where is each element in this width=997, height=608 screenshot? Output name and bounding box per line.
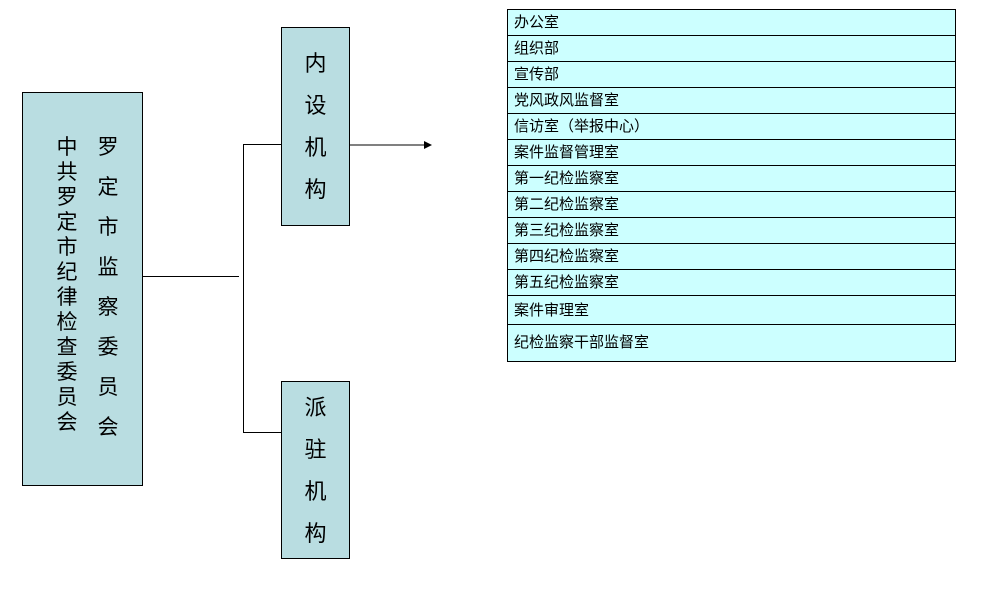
connector-trunk-to-dispatched	[243, 432, 281, 433]
vertical-char: 律	[56, 285, 78, 309]
vertical-char: 员	[56, 385, 78, 409]
vertical-char: 员	[97, 375, 119, 399]
vertical-char: 内	[304, 52, 327, 77]
vertical-char: 机	[304, 480, 327, 505]
vertical-char: 构	[304, 178, 327, 203]
vertical-char: 构	[304, 522, 327, 547]
vertical-char: 市	[97, 215, 119, 239]
vertical-char: 检	[56, 310, 78, 334]
vertical-char: 罗	[56, 185, 78, 209]
list-item: 第四纪检监察室	[508, 244, 955, 270]
internal-institutions-label: 内设机构	[282, 54, 349, 202]
main-org-box: 中共罗定市纪律检查委员会 罗定市监察委员会	[22, 92, 143, 486]
list-item: 办公室	[508, 10, 955, 36]
supervision-committee-name: 罗定市监察委员会	[93, 137, 123, 438]
internal-institutions-box: 内设机构	[281, 27, 350, 226]
list-item: 组织部	[508, 36, 955, 62]
list-item: 党风政风监督室	[508, 88, 955, 114]
vertical-char: 定	[97, 175, 119, 199]
department-list: 办公室 组织部 宣传部 党风政风监督室 信访室（举报中心） 案件监督管理室 第一…	[507, 9, 956, 362]
vertical-char: 机	[304, 136, 327, 161]
vertical-char: 委	[97, 335, 119, 359]
party-committee-name: 中共罗定市纪律检查委员会	[52, 137, 82, 433]
vertical-char: 市	[56, 235, 78, 259]
vertical-char: 驻	[304, 438, 327, 463]
dispatched-institutions-box: 派驻机构	[281, 381, 350, 559]
vertical-char: 会	[56, 410, 78, 434]
list-item: 第三纪检监察室	[508, 218, 955, 244]
vertical-char: 罗	[97, 135, 119, 159]
vertical-char: 纪	[56, 260, 78, 284]
arrow-to-departments	[350, 141, 432, 149]
vertical-char: 共	[56, 160, 78, 184]
connector-trunk-to-internal	[243, 144, 281, 145]
list-item: 宣传部	[508, 62, 955, 88]
vertical-char: 会	[97, 415, 119, 439]
list-item: 纪检监察干部监督室	[514, 333, 650, 351]
connector-trunk	[243, 144, 244, 433]
list-item: 第二纪检监察室	[508, 192, 955, 218]
vertical-char: 设	[304, 94, 327, 119]
list-item: 案件监督管理室	[508, 140, 955, 166]
vertical-char: 派	[304, 396, 327, 421]
list-item: 案件审理室	[508, 296, 955, 325]
list-item: 第一纪检监察室	[508, 166, 955, 192]
vertical-char: 委	[56, 360, 78, 384]
vertical-char: 监	[97, 255, 119, 279]
connector-main-to-trunk	[143, 276, 239, 277]
dispatched-institutions-label: 派驻机构	[282, 398, 349, 546]
list-item: 第五纪检监察室	[508, 270, 955, 296]
list-item: 信访室（举报中心）	[508, 114, 955, 140]
vertical-char: 察	[97, 295, 119, 319]
vertical-char: 查	[56, 335, 78, 359]
vertical-char: 中	[56, 135, 78, 159]
vertical-char: 定	[56, 210, 78, 234]
